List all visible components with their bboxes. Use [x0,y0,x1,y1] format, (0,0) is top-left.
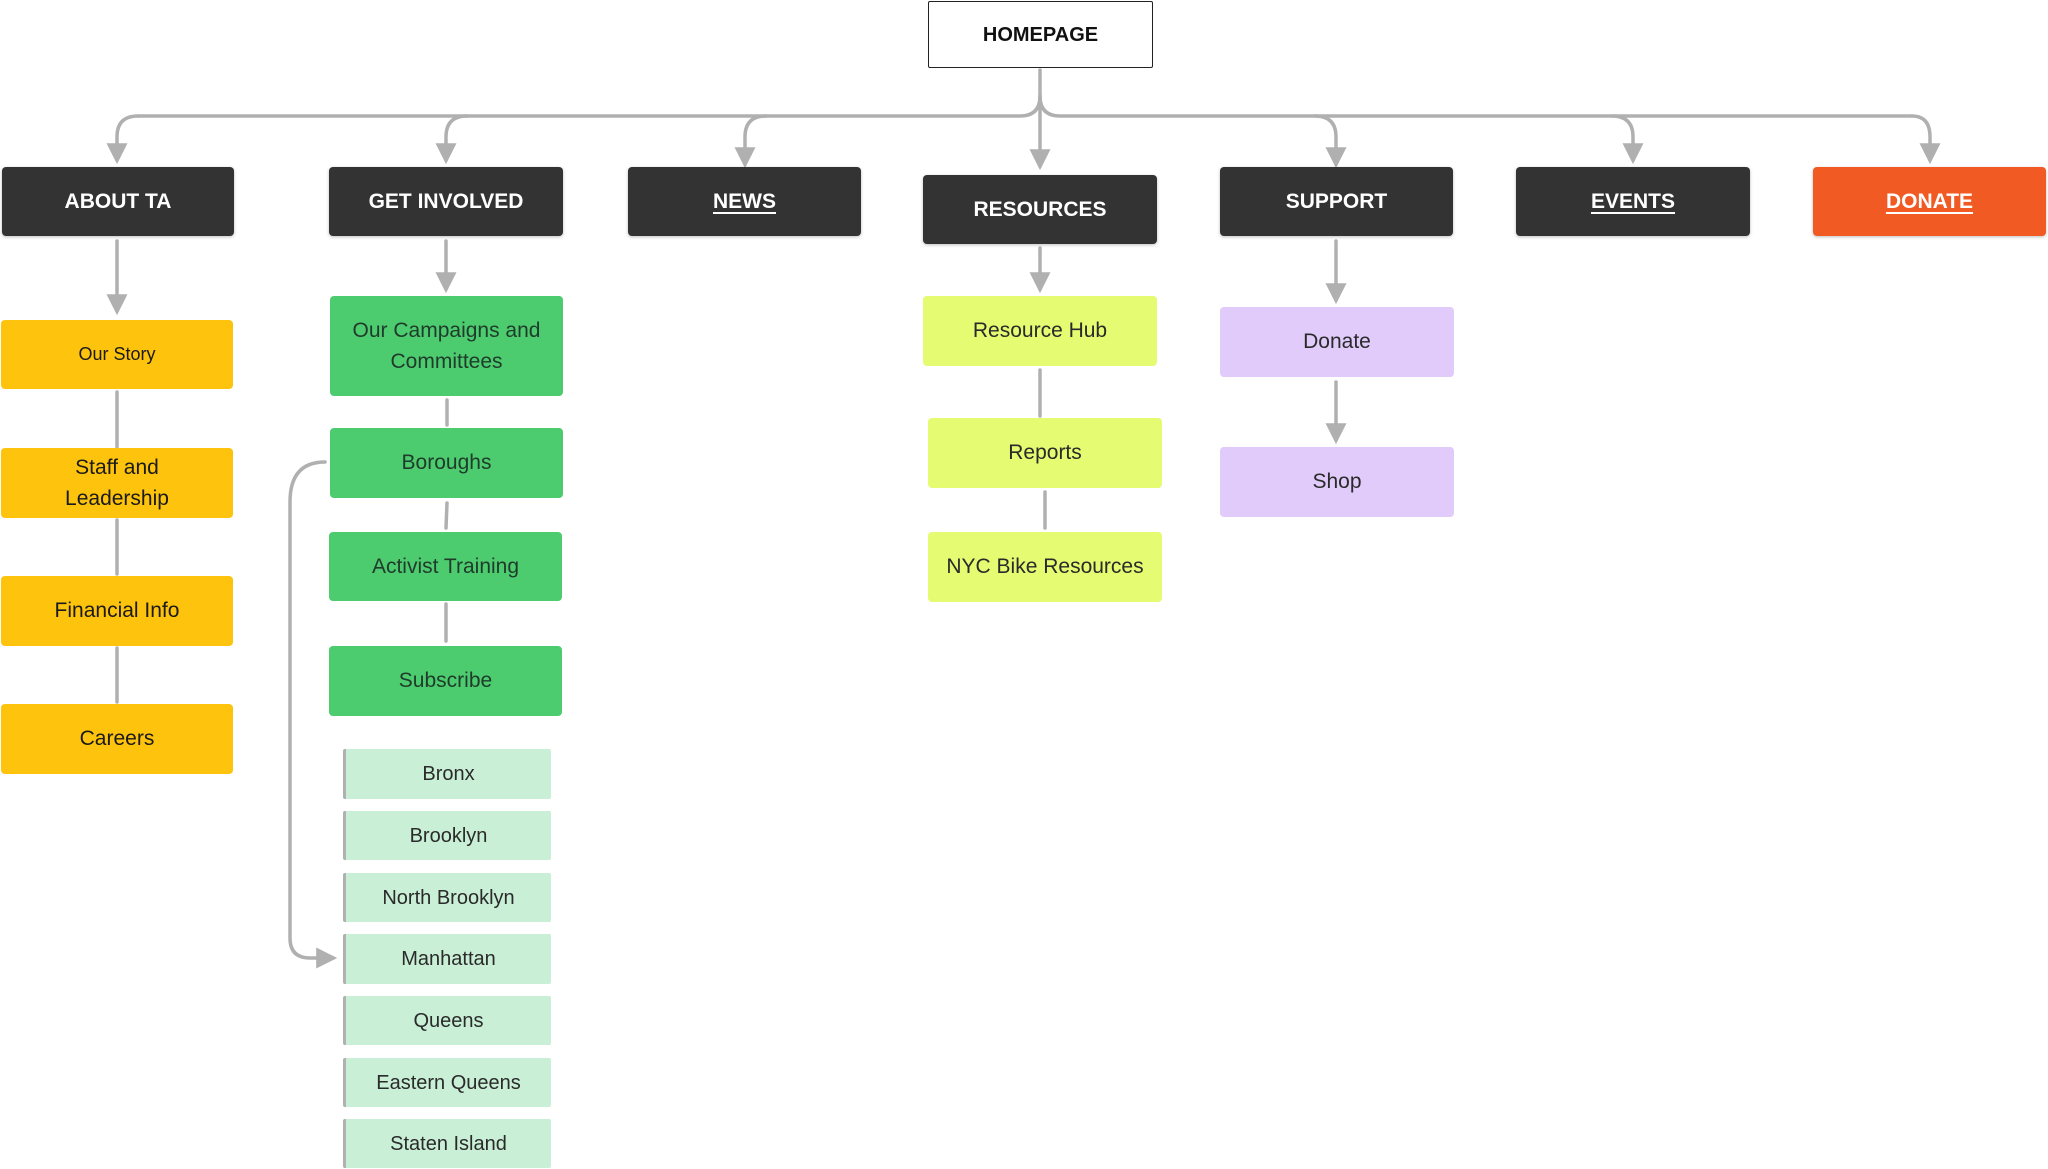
page-careers-label: Careers [79,727,155,751]
homepage-trunk-right-line [1038,94,1914,118]
borough-eastern-queens-label: Eastern Queens [376,1071,521,1094]
page-subscribe[interactable]: Subscribe [329,646,562,716]
page-campaigns-committees[interactable]: Our Campaigns and Committees [330,296,563,396]
borough-bronx-label: Bronx [422,763,475,785]
page-careers[interactable]: Careers [1,704,233,774]
category-donate-label: DONATE [1885,189,1974,213]
page-financial-info[interactable]: Financial Info [1,576,233,646]
link-homepage-events [1610,114,1644,165]
category-support[interactable]: SUPPORT [1220,167,1453,236]
page-activist-training-label: Activist Training [371,554,520,578]
page-our-story-label: Our Story [78,344,156,364]
page-staff-leadership-label: Staff and Leadership [65,455,169,511]
category-events-label: EVENTS [1590,189,1676,213]
category-get-involved[interactable]: GET INVOLVED [329,167,563,236]
page-shop[interactable]: Shop [1220,447,1454,517]
borough-north-brooklyn-label: North Brooklyn [382,886,515,909]
page-activist-training[interactable]: Activist Training [329,532,562,601]
page-our-story[interactable]: Our Story [1,320,233,389]
borough-manhattan-label: Manhattan [401,948,496,970]
page-nyc-bike-resources[interactable]: NYC Bike Resources [928,532,1162,602]
page-boroughs[interactable]: Boroughs [330,428,563,498]
page-donate[interactable]: Donate [1220,307,1454,377]
homepage-node[interactable]: HOMEPAGE [928,1,1153,68]
borough-bronx[interactable]: Bronx [343,749,551,799]
page-staff-leadership[interactable]: Staff and Leadership [1,448,233,518]
category-news[interactable]: NEWS [628,167,861,236]
page-resource-hub[interactable]: Resource Hub [923,296,1157,366]
page-resource-hub-label: Resource Hub [972,319,1108,343]
page-donate-label: Donate [1303,330,1371,354]
borough-eastern-queens[interactable]: Eastern Queens [343,1058,551,1107]
category-about-label: ABOUT TA [64,189,172,213]
page-shop-label: Shop [1312,470,1362,494]
page-financial-info-label: Financial Info [54,599,180,623]
category-resources-label: RESOURCES [973,197,1107,221]
link-homepage-about [106,114,140,165]
category-get-involved-label: GET INVOLVED [368,189,524,213]
link-homepage-news [734,114,768,169]
category-events[interactable]: EVENTS [1516,167,1750,236]
page-reports-label: Reports [1008,441,1082,465]
link-homepage-get-involved [435,114,469,165]
borough-north-brooklyn[interactable]: North Brooklyn [343,873,551,922]
page-boroughs-label: Boroughs [401,451,492,475]
link-homepage-support [1313,114,1347,169]
link-boroughs-list [288,460,338,969]
borough-manhattan[interactable]: Manhattan [343,934,551,984]
borough-brooklyn-label: Brooklyn [409,824,488,847]
category-news-label: NEWS [713,189,776,213]
borough-staten-island[interactable]: Staten Island [343,1119,551,1168]
page-nyc-bike-resources-label: NYC Bike Resources [946,555,1144,579]
borough-queens[interactable]: Queens [343,996,551,1045]
page-campaigns-committees-label: Our Campaigns and Committees [352,318,541,374]
homepage-label: HOMEPAGE [982,23,1099,46]
link-boroughs-activist [444,501,449,530]
borough-staten-island-label: Staten Island [390,1132,507,1155]
category-support-label: SUPPORT [1285,189,1388,213]
page-reports[interactable]: Reports [928,418,1162,488]
category-donate[interactable]: DONATE [1813,167,2046,236]
category-resources[interactable]: RESOURCES [923,175,1157,244]
page-subscribe-label: Subscribe [398,669,493,693]
borough-queens-label: Queens [413,1009,484,1032]
homepage-trunk-line [136,68,1042,118]
borough-brooklyn[interactable]: Brooklyn [343,811,551,860]
link-homepage-donate [1910,114,1941,165]
category-about[interactable]: ABOUT TA [2,167,234,236]
